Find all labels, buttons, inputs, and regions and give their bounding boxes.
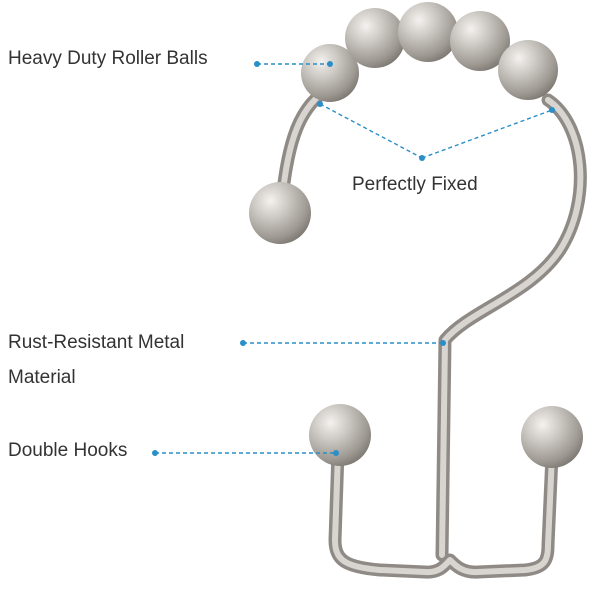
roller-ball <box>301 44 359 102</box>
label-roller-balls: Heavy Duty Roller Balls <box>8 48 208 69</box>
callout-lines <box>152 61 555 456</box>
label-material-line2: Material <box>8 367 76 388</box>
roller-ball <box>498 40 558 100</box>
hook-ball-right <box>521 406 583 468</box>
roller-balls <box>301 2 558 102</box>
hook-ball-left <box>309 404 371 466</box>
roller-ball <box>450 11 510 71</box>
end-ball <box>249 182 311 244</box>
label-material-line1: Rust-Resistant Metal <box>8 332 185 353</box>
roller-ball <box>345 8 405 68</box>
roller-ball <box>398 2 458 62</box>
label-double-hooks: Double Hooks <box>8 440 128 461</box>
label-perfectly-fixed: Perfectly Fixed <box>352 174 478 195</box>
hook-rod <box>275 81 587 579</box>
